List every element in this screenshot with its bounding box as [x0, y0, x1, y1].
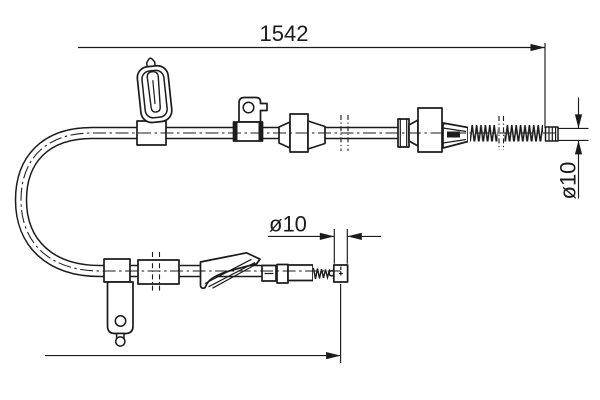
- connector-collar: [276, 263, 289, 284]
- upper-break-mark: [340, 115, 349, 151]
- connector-body: [287, 264, 314, 282]
- grommet-left-flange: [278, 121, 291, 149]
- hanger-pin-ball: [114, 336, 126, 347]
- cable-tube: [14, 126, 546, 278]
- dia-right-label: ø10: [556, 162, 581, 200]
- lower-connector: [261, 262, 346, 284]
- clip-slot: [146, 70, 161, 113]
- end-cap-ribs: [548, 127, 557, 141]
- dim-1542-label: 1542: [260, 21, 309, 46]
- hanger-plate: [106, 281, 134, 335]
- dimension-baseline: [45, 284, 342, 363]
- adjuster-barrel: [417, 107, 443, 153]
- dia-lower-arrow-left: [347, 232, 362, 240]
- clip-slot-line: [152, 80, 156, 105]
- mount-bracket-upper: [232, 96, 268, 142]
- hanger-bracket: [103, 258, 134, 347]
- baseline-arrow: [326, 352, 341, 360]
- retaining-clip: [136, 57, 173, 146]
- dimension-diameter-right: ø10: [556, 97, 589, 200]
- dimension-diameter-lower: ø10: [268, 212, 381, 264]
- dia-lower-extension-lines: [333, 229, 348, 264]
- dia-lower-label: ø10: [269, 212, 307, 237]
- axis-centerline: [20, 132, 556, 272]
- conical-boot: [199, 251, 261, 290]
- dia-right-arrow-up: [574, 140, 583, 155]
- adjuster-collar-lines: [399, 119, 408, 147]
- dim-1542-arrow: [530, 43, 545, 52]
- cable-tube-outline: [14, 126, 546, 278]
- threaded-section: [312, 267, 331, 281]
- adjuster-cone-lines: [442, 127, 467, 144]
- dia-right-arrow-down: [574, 114, 583, 129]
- grommet-right-flange: [307, 120, 326, 150]
- adjuster-assembly: [397, 107, 469, 153]
- dimension-overall-length: 1542: [78, 21, 546, 128]
- protective-sleeve: [137, 252, 180, 291]
- hanger-hole: [114, 315, 127, 327]
- dia-lower-arrow-right: [319, 232, 335, 240]
- end-block-center-marks: [338, 266, 343, 276]
- cable-tube-core: [16, 128, 546, 276]
- sleeve-body: [137, 259, 180, 285]
- bracket-clamp: [232, 121, 264, 142]
- adjuster-cone-bar: [447, 131, 460, 138]
- bracket-clamp-bar-right: [258, 122, 263, 141]
- cable-end-right: [544, 126, 559, 142]
- lower-cable-run: [103, 251, 349, 347]
- bracket-clamp-bar-left: [233, 122, 238, 141]
- cable-end-lower: [332, 264, 349, 283]
- dia-right-extension-lines: [558, 127, 589, 141]
- bracket-hole: [242, 101, 255, 114]
